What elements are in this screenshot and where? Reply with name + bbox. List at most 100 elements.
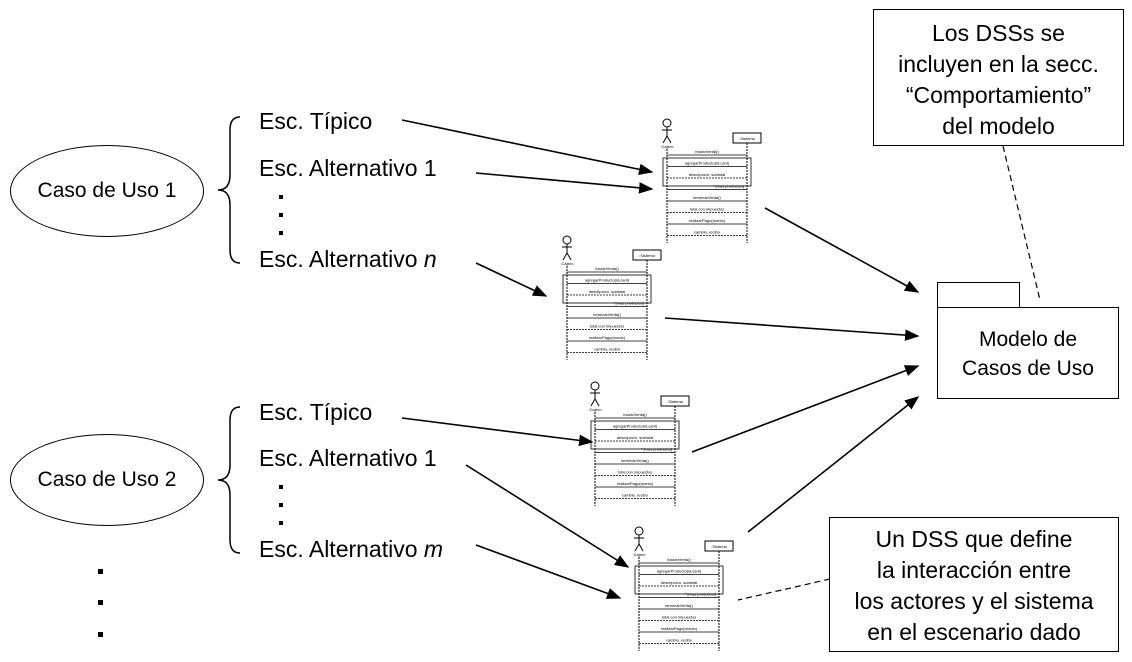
message-label: realizarPago(monto) xyxy=(661,626,698,631)
uc1-ellipsis-dot xyxy=(279,213,283,217)
ssd-svg: :Cajero:SistemainiciarVenta()agregarProd… xyxy=(633,526,734,651)
actor-leg xyxy=(662,135,668,144)
uc1-ellipsis-dot xyxy=(279,231,283,235)
actor-name: :Cajero xyxy=(661,144,675,149)
ssd-svg: :Cajero:SistemainiciarVenta()agregarProd… xyxy=(589,381,690,506)
uc2-ellipsis-dot xyxy=(279,503,283,507)
message-label: agregarProducto(id,cant) xyxy=(585,278,630,283)
actor-name: :Cajero xyxy=(633,552,647,557)
model-label-line1: Modelo de xyxy=(978,328,1078,351)
actor-leg xyxy=(562,252,568,261)
actor-head xyxy=(634,526,644,536)
arrow-uc2-altm xyxy=(475,544,622,599)
uc2-scenario-alt1: Esc. Alternativo 1 xyxy=(259,445,437,471)
model-label-line2: Casos de Uso xyxy=(962,357,1094,380)
note-top-line: incluyen en la secc. xyxy=(898,51,1099,77)
uc2-ellipsis-dot xyxy=(279,521,283,525)
use-case-1-ellipse: Caso de Uso 1 xyxy=(10,145,204,237)
note-top-line: del modelo xyxy=(942,113,1055,139)
loop-frame xyxy=(662,157,752,187)
message-label: cambio, recibo xyxy=(594,347,621,352)
ssd-svg: :Cajero:SistemainiciarVenta()agregarProd… xyxy=(661,118,762,243)
arrow-uc1-alt1 xyxy=(475,172,654,194)
message-label: * [mas productos] xyxy=(685,592,716,597)
use-case-1-label: Caso de Uso 1 xyxy=(37,179,177,202)
actor-leg xyxy=(666,135,672,144)
message-label: cambio, recibo xyxy=(666,638,693,643)
arrow-uc1-typical xyxy=(401,119,654,176)
uc2-scenario-altm-var: m xyxy=(423,536,444,562)
more-use-cases-dot xyxy=(98,569,103,574)
note-top: Los DSSs se incluyen en la secc. “Compor… xyxy=(873,9,1124,146)
arrow-ssd2-model xyxy=(664,317,920,341)
note-top-line: Los DSSs se xyxy=(932,20,1065,46)
arrow-ssd1-model xyxy=(764,207,920,293)
message-label: total con impuestos xyxy=(590,324,624,329)
message-label: realizarPago(monto) xyxy=(617,481,654,486)
note-bottom-line: los actores y el sistema xyxy=(854,588,1094,614)
uc2-scenario-altm-text: Esc. Alternativo xyxy=(259,536,424,562)
note-bottom-connector xyxy=(737,578,831,601)
ssd-svg: :Cajero :Sistema iniciarVenta() agregarProd… xyxy=(561,235,662,360)
message-label: descripcion, subtotal xyxy=(689,172,726,177)
more-use-cases-dot xyxy=(98,632,103,637)
model-package: Modelo de Casos de Uso xyxy=(937,307,1119,399)
message-label: total con impuestos xyxy=(662,615,696,620)
message-label: iniciarVenta() xyxy=(667,557,691,562)
message-label: descripcion, subtotal xyxy=(589,289,626,294)
note-bottom-line: en el escenario dado xyxy=(867,619,1081,645)
uc2-scenario-altm: Esc. Alternativo m xyxy=(259,538,443,561)
actor-leg xyxy=(566,252,572,261)
system-name: :Sistema xyxy=(667,399,683,404)
message-label: total con impuestos xyxy=(618,470,652,475)
arrow-uc2-alt1 xyxy=(465,464,630,568)
message-label: total con impuestos xyxy=(690,207,724,212)
message-label: descripcion, subtotal xyxy=(661,580,698,585)
arrow-uc1-altn xyxy=(475,262,548,297)
use-case-2-label: Caso de Uso 2 xyxy=(37,468,177,491)
actor-head xyxy=(562,235,572,245)
system-name: :Sistema xyxy=(639,253,655,258)
actor-name: :Cajero xyxy=(589,407,603,412)
actor-leg xyxy=(594,398,600,407)
message-label: agregarProducto(id,cant) xyxy=(657,569,702,574)
message-label: realizarPago(monto) xyxy=(689,218,726,223)
note-bottom-line: Un DSS que define xyxy=(875,526,1073,552)
uc1-scenario-alt1: Esc. Alternativo 1 xyxy=(259,155,437,181)
uc1-scenario-altn: Esc. Alternativo n xyxy=(259,248,437,271)
message-label: realizarPago(monto) xyxy=(589,335,626,340)
uc1-scenario-altn-text: Esc. Alternativo xyxy=(259,246,424,272)
actor-leg xyxy=(590,398,596,407)
message-label: agregarProducto(id,cant) xyxy=(685,161,730,166)
message-label: cambio, recibo xyxy=(694,230,721,235)
ssd-thumbnail: :Cajero :Sistema iniciarVenta() agregarProd… xyxy=(555,234,667,362)
message-label: descripcion, subtotal xyxy=(617,435,654,440)
message-label: * [mas productos] xyxy=(613,301,644,306)
message-label: cambio, recibo xyxy=(622,493,649,498)
message-label: * [mas productos] xyxy=(641,447,672,452)
loop-frame xyxy=(562,274,652,304)
uc2-ellipsis-dot xyxy=(279,485,283,489)
actor-head xyxy=(590,381,600,391)
message-label: iniciarVenta() xyxy=(595,266,619,271)
use-case-2-ellipse: Caso de Uso 2 xyxy=(10,434,204,526)
message-label: iniciarVenta() xyxy=(623,412,647,417)
message-label: terminarVenta() xyxy=(665,603,693,608)
loop-frame xyxy=(634,565,724,595)
uc2-scenario-typical: Esc. Típico xyxy=(259,399,373,425)
actor-leg xyxy=(634,543,640,552)
message-label: terminarVenta() xyxy=(693,195,721,200)
note-top-line: “Comportamiento” xyxy=(905,82,1092,108)
note-top-connector xyxy=(1002,145,1041,301)
actor-name: :Cajero xyxy=(561,261,575,266)
actor-head xyxy=(662,118,672,128)
uc1-ellipsis-dot xyxy=(279,195,283,199)
note-bottom: Un DSS que define la interacción entre l… xyxy=(829,517,1119,652)
model-package-tab xyxy=(937,282,1020,309)
more-use-cases-dot xyxy=(98,600,103,605)
system-name: :Sistema xyxy=(739,136,755,141)
